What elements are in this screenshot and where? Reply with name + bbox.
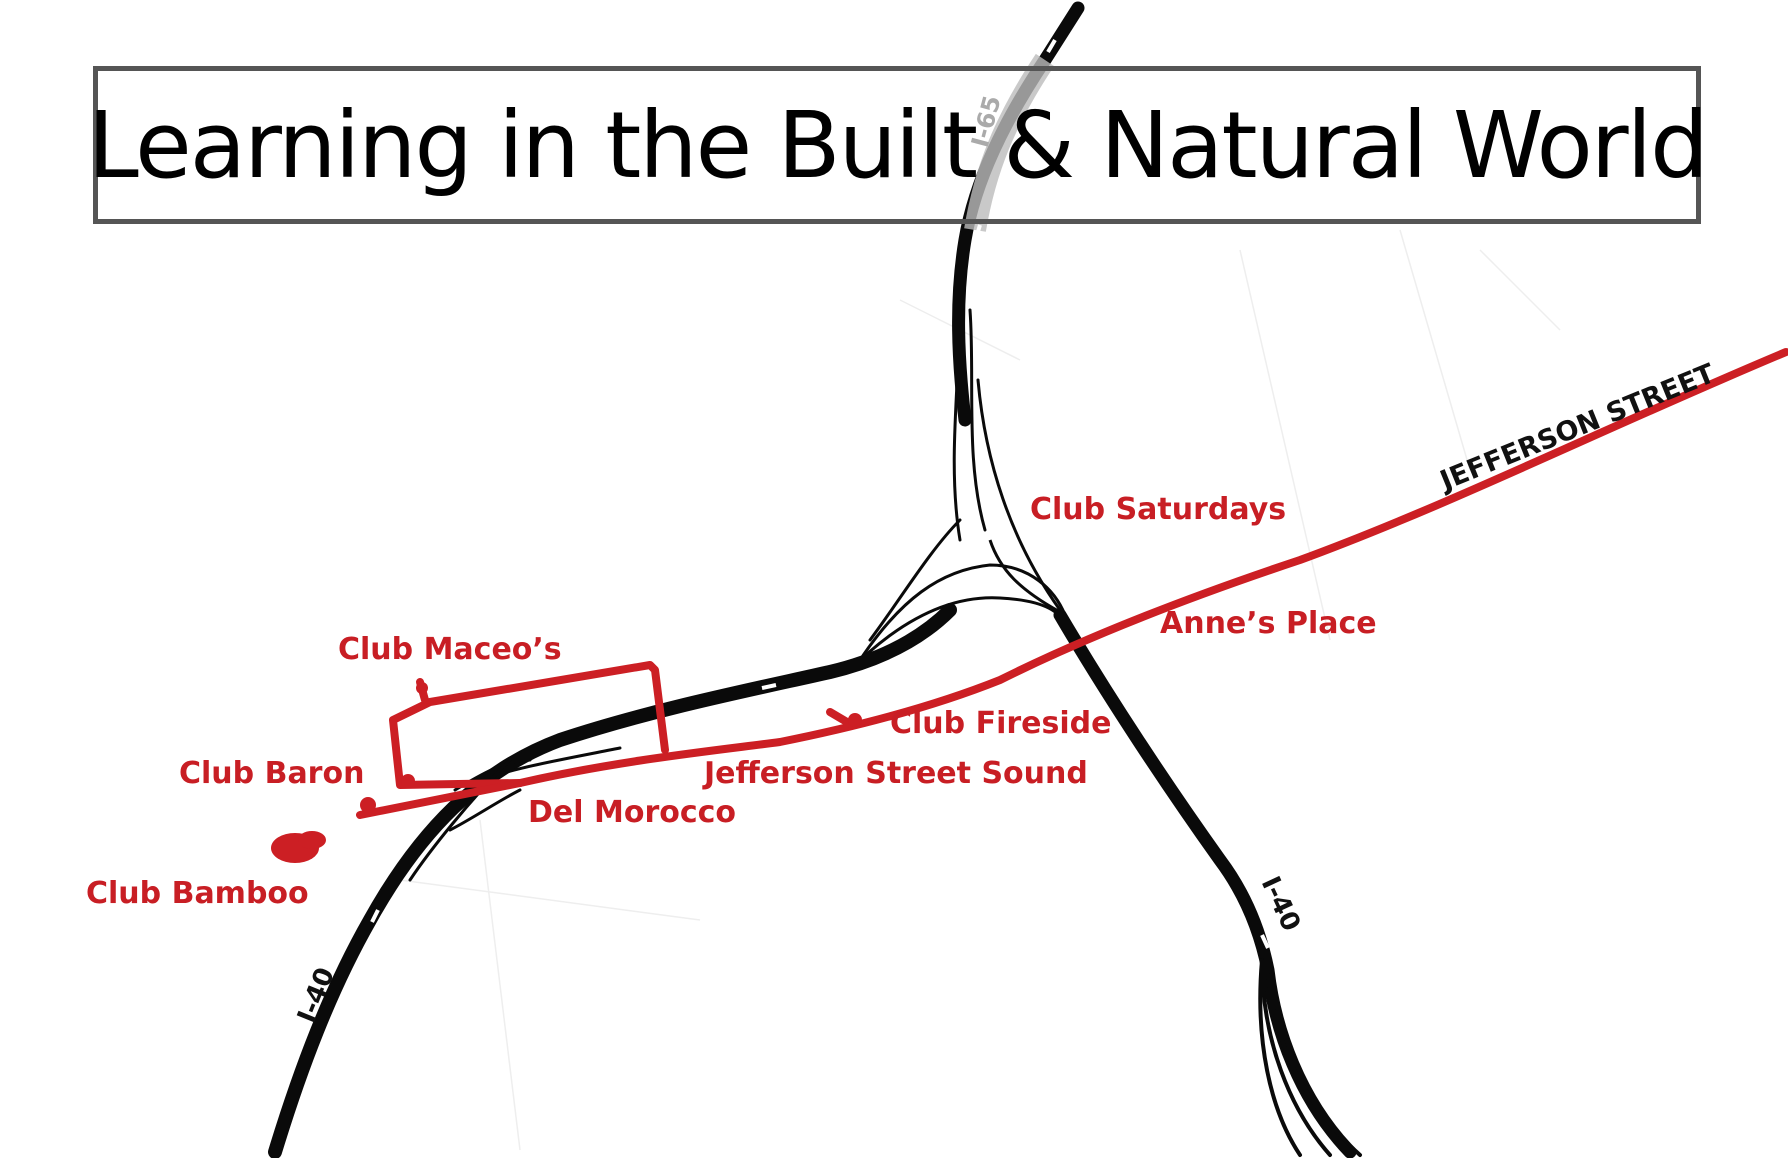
club-bamboo-marker-tail — [298, 831, 326, 849]
club-bamboo-label: Club Bamboo — [86, 876, 309, 911]
club-baron-label: Club Baron — [179, 756, 365, 791]
i40-east-highway — [1053, 608, 1362, 1158]
club-baron-marker — [360, 797, 376, 813]
del-morocco-label: Del Morocco — [528, 795, 737, 830]
club-saturdays-label: Club Saturdays — [1030, 492, 1287, 527]
i40-west-highway — [268, 603, 957, 1158]
club-fireside-label: Club Fireside — [890, 706, 1112, 741]
title-box: Learning in the Built & Natural World — [87, 66, 1709, 224]
club-maceos-marker — [416, 682, 428, 694]
jefferson-street-sound-label: Jefferson Street Sound — [704, 756, 1088, 791]
i65-faded-segment — [964, 53, 1055, 232]
annes-place-label: Anne’s Place — [1160, 606, 1377, 641]
club-fireside-marker — [848, 713, 862, 727]
i65-lane-marks — [974, 38, 1057, 239]
jefferson-street-route — [356, 348, 1788, 819]
i40-east-lane-marks — [1260, 934, 1270, 949]
club-markers — [271, 682, 862, 863]
background-streets — [399, 229, 1561, 1151]
i40-west-lane-marks — [370, 683, 777, 923]
club-maceos-label: Club Maceo’s — [338, 632, 562, 667]
map-title: Learning in the Built & Natural World — [87, 91, 1708, 199]
del-morocco-marker — [401, 774, 415, 788]
interchange-loops — [848, 539, 1067, 672]
